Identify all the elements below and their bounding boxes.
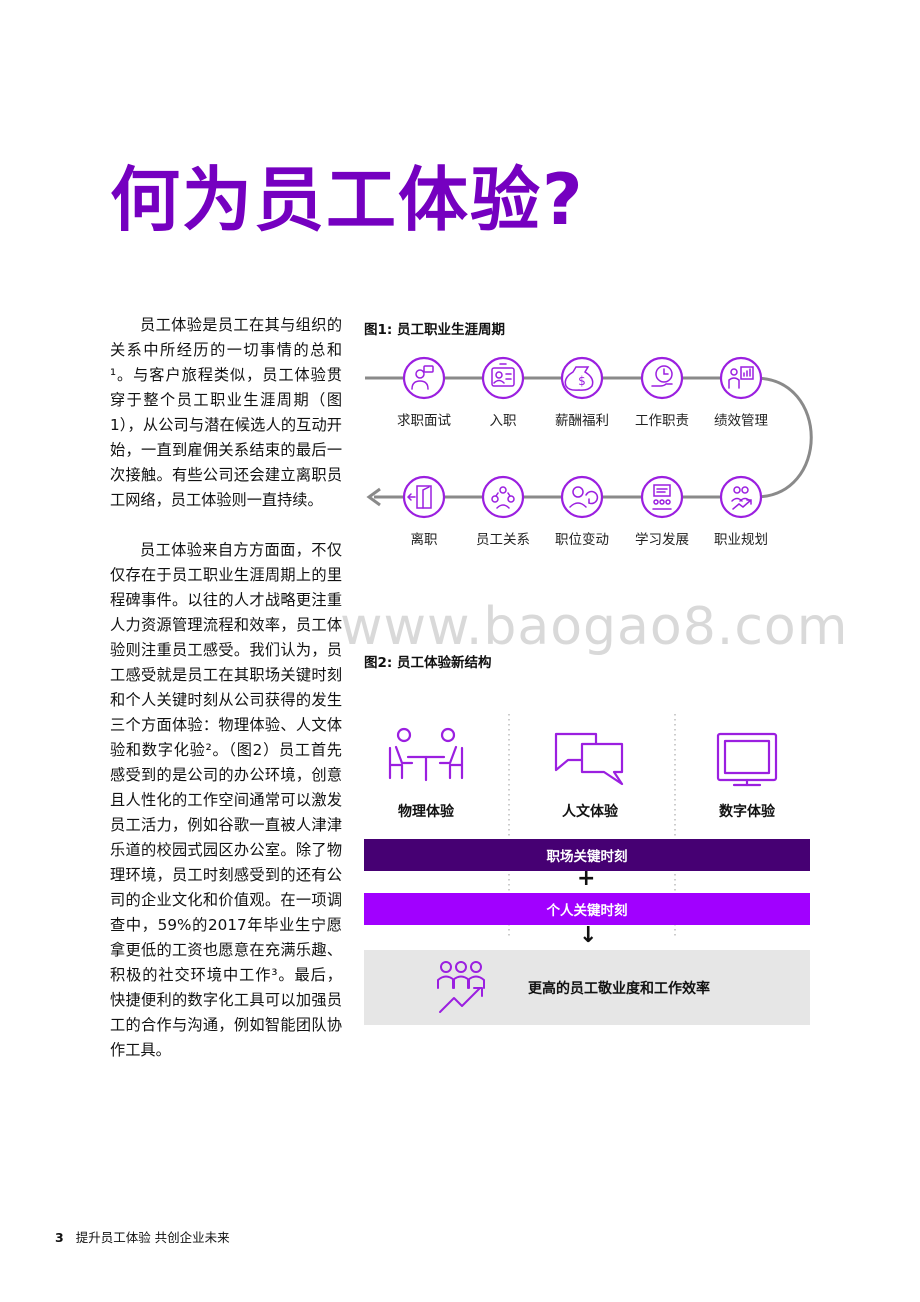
result-text: 更高的员工敬业度和工作效率 xyxy=(528,981,710,997)
team-growth-icon xyxy=(437,961,485,1013)
stage-label-performance: 绩效管理 xyxy=(714,413,768,429)
career-growth-icon xyxy=(731,486,752,510)
work-moments-bar: 职场关键时刻 xyxy=(364,839,810,871)
paragraph-1: 员工体验是员工在其与组织的关系中所经历的一切事情的总和¹。与客户旅程类似，员工体… xyxy=(110,316,342,509)
stage-label-compensation: 薪酬福利 xyxy=(555,413,609,429)
footer-title: 提升员工体验 共创企业未来 xyxy=(75,1230,230,1245)
svg-text:$: $ xyxy=(578,374,586,388)
stage-label-learning: 学习发展 xyxy=(635,532,689,548)
learning-icon xyxy=(652,484,672,510)
figure2-caption: 图2: 员工体验新结构 xyxy=(364,655,492,671)
meeting-table-icon xyxy=(388,727,464,782)
id-badge-icon xyxy=(491,363,515,387)
clock-hand-icon xyxy=(651,365,673,387)
stage-label-relations: 员工关系 xyxy=(476,532,530,548)
exit-door-icon xyxy=(406,485,432,509)
presentation-icon xyxy=(728,366,754,389)
stage-label-interview: 求职面试 xyxy=(397,413,451,429)
page-title: 何为员工体验? xyxy=(110,159,585,241)
body-text: 员工体验是员工在其与组织的关系中所经历的一切事情的总和¹。与客户旅程类似，员工体… xyxy=(110,313,342,1088)
personal-moments-bar: 个人关键时刻 xyxy=(364,893,810,925)
stage-label-exit: 离职 xyxy=(410,532,438,548)
page-number: 3 xyxy=(55,1230,64,1245)
money-bag-icon: $ xyxy=(564,366,594,391)
exp-label-digital: 数字体验 xyxy=(719,804,775,820)
monitor-icon xyxy=(716,732,778,787)
paragraph-2: 员工体验来自方方面面，不仅仅存在于员工职业生涯周期上的里程碑事件。以往的人才战略… xyxy=(110,541,342,1059)
figure2-diagram xyxy=(388,714,778,936)
plus-sign: + xyxy=(577,866,596,891)
people-network-icon xyxy=(491,486,515,509)
watermark: www.baogao8.com xyxy=(340,597,849,657)
down-arrow-icon: ↓ xyxy=(579,923,598,948)
figure1-cycle-diagram: $ xyxy=(365,356,813,519)
role-change-icon xyxy=(569,486,599,508)
page-footer: 3 提升员工体验 共创企业未来 xyxy=(55,1227,230,1246)
chat-bubbles-icon xyxy=(554,732,624,786)
figure1-caption: 图1: 员工职业生涯周期 xyxy=(364,322,505,338)
exp-label-physical: 物理体验 xyxy=(398,804,454,820)
stage-label-role-change: 职位变动 xyxy=(555,532,609,548)
exp-label-cultural: 人文体验 xyxy=(562,804,618,820)
stage-label-duties: 工作职责 xyxy=(635,413,689,429)
stage-label-career: 职业规划 xyxy=(714,532,768,548)
result-box: 更高的员工敬业度和工作效率 xyxy=(364,950,810,1025)
interview-icon xyxy=(411,365,434,390)
stage-label-onboarding: 入职 xyxy=(489,413,517,429)
